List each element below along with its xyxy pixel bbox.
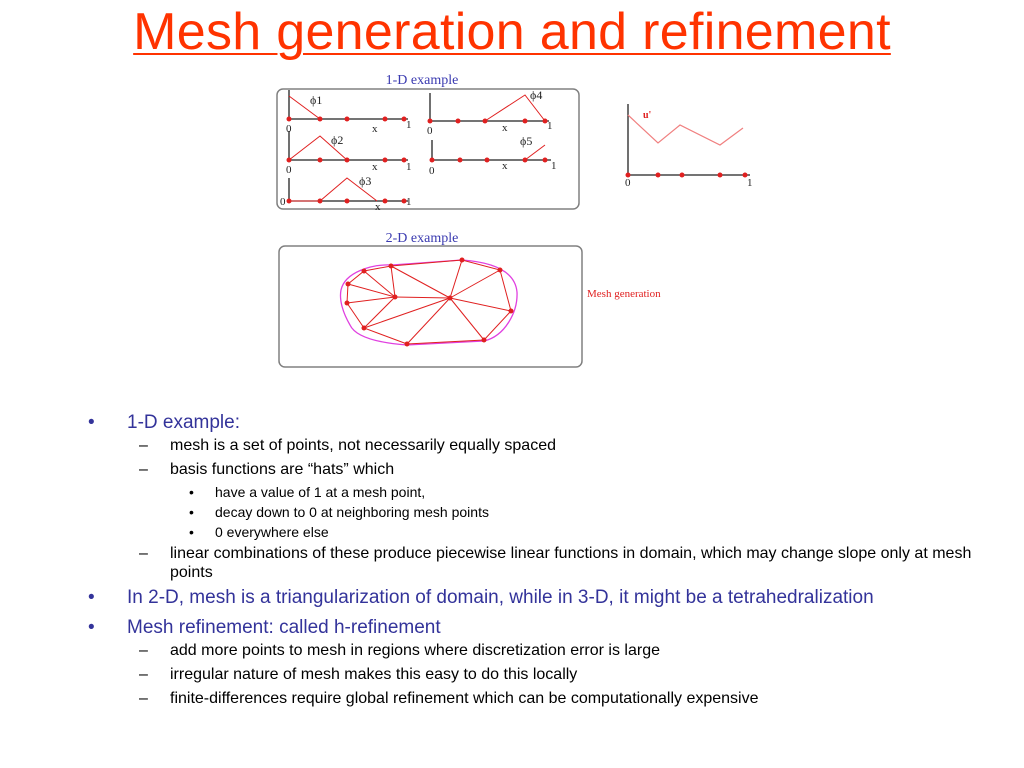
sub-sub-bullet-text: decay down to 0 at neighboring mesh poin… <box>215 504 489 520</box>
bullet-marker: • <box>88 412 95 433</box>
sub-bullet-text: mesh is a set of points, not necessarily… <box>170 437 556 454</box>
sub-bullet-text: finite-differences require global refine… <box>170 690 759 707</box>
mesh-points-1 <box>286 116 407 122</box>
dash-marker: – <box>139 690 148 707</box>
hat-phi4 <box>484 94 546 122</box>
bullet-text: Mesh refinement: called h-refinement <box>127 617 441 638</box>
zero-label: 0 <box>625 177 631 189</box>
panel-phi1 <box>288 90 408 120</box>
hat-phi5 <box>524 144 546 161</box>
mesh-points-4 <box>427 118 548 124</box>
one-label: 1 <box>747 177 753 189</box>
mesh-points-2 <box>286 157 407 163</box>
sub-sub-bullet: • have a value of 1 at a mesh point, <box>85 484 995 501</box>
panel-phi3 <box>288 178 408 202</box>
phi2-label: ϕ2 <box>331 133 343 147</box>
dash-marker: – <box>139 437 148 454</box>
dash-marker: – <box>139 461 148 478</box>
triangulation-edges <box>346 259 512 345</box>
bullet-marker: • <box>88 587 95 608</box>
bullet-list: • 1-D example: – mesh is a set of points… <box>85 412 995 713</box>
dash-marker: – <box>139 545 148 562</box>
mesh-points-3 <box>286 198 407 204</box>
zero-label: 0 <box>286 164 292 176</box>
sub-sub-bullet: • decay down to 0 at neighboring mesh po… <box>85 504 995 521</box>
sub-bullet: – basis functions are “hats” which <box>85 460 995 479</box>
sub-bullet: – finite-differences require global refi… <box>85 689 995 708</box>
x-label: x <box>372 161 378 173</box>
phi4-label: ϕ4 <box>530 88 542 102</box>
sub-bullet-text: add more points to mesh in regions where… <box>170 642 661 659</box>
one-label: 1 <box>547 120 553 132</box>
mesh-generation-label: Mesh generation <box>587 288 661 300</box>
phi5-label: ϕ5 <box>520 134 532 148</box>
sub-sub-bullet-text: have a value of 1 at a mesh point, <box>215 484 426 500</box>
hat-phi3 <box>289 177 378 202</box>
one-label: 1 <box>406 161 412 173</box>
sub-bullet: – mesh is a set of points, not necessari… <box>85 436 995 455</box>
bullet-2d-mesh: • In 2-D, mesh is a triangularization of… <box>85 587 995 609</box>
bullet-text: In 2-D, mesh is a triangularization of d… <box>127 587 874 608</box>
one-label: 1 <box>406 196 412 208</box>
phi3-label: ϕ3 <box>359 174 371 188</box>
x-label: x <box>375 201 381 213</box>
sub-bullet-text: irregular nature of mesh makes this easy… <box>170 666 578 683</box>
one-label: 1 <box>406 119 412 131</box>
triangulation-nodes <box>344 257 514 347</box>
sub-bullet-text: basis functions are “hats” which <box>170 461 395 478</box>
x-label: x <box>502 122 508 134</box>
dash-marker: – <box>139 666 148 683</box>
twod-box <box>278 245 583 368</box>
bullet-marker: • <box>88 617 95 638</box>
bullet-marker: • <box>189 484 194 500</box>
bullet-text: 1-D example: <box>127 412 240 433</box>
phi1-label: ϕ1 <box>310 93 322 107</box>
x-label: x <box>502 160 508 172</box>
panel-phi4 <box>429 93 549 122</box>
bullet-mesh-refinement: • Mesh refinement: called h-refinement <box>85 617 995 639</box>
sub-bullet-text: linear combinations of these produce pie… <box>170 545 972 581</box>
pwl-mesh-points <box>625 172 748 178</box>
slide-title: Mesh generation and refinement <box>133 3 891 61</box>
twod-caption: 2-D example <box>386 231 459 246</box>
dash-marker: – <box>139 642 148 659</box>
zero-label: 0 <box>280 196 286 208</box>
mesh-figure: 1-D example ϕ1 0 x 1 ϕ2 0 x 1 ϕ3 0 x 1 <box>276 73 753 368</box>
panel-phi2 <box>288 131 408 161</box>
bullet-1d-example: • 1-D example: <box>85 412 995 434</box>
hat-phi1 <box>288 95 321 120</box>
oned-caption: 1-D example <box>386 73 459 88</box>
sub-sub-bullet: • 0 everywhere else <box>85 524 995 541</box>
sub-bullet: – add more points to mesh in regions whe… <box>85 641 995 660</box>
bullet-marker: • <box>189 524 194 540</box>
one-label: 1 <box>551 160 557 172</box>
u-label: u' <box>643 110 652 121</box>
pwl-axes <box>627 104 750 176</box>
zero-label: 0 <box>286 123 292 135</box>
mesh-points-5 <box>429 157 548 163</box>
x-label: x <box>372 123 378 135</box>
zero-label: 0 <box>429 165 435 177</box>
zero-label: 0 <box>427 125 433 137</box>
sub-bullet: – irregular nature of mesh makes this ea… <box>85 665 995 684</box>
hat-phi2 <box>288 135 348 161</box>
sub-sub-bullet-text: 0 everywhere else <box>215 524 329 540</box>
sub-bullet: – linear combinations of these produce p… <box>85 544 995 582</box>
bullet-marker: • <box>189 504 194 520</box>
panel-phi5 <box>431 140 551 161</box>
oned-box <box>276 88 580 210</box>
pwl-curve <box>627 114 744 146</box>
domain-boundary <box>339 259 518 346</box>
